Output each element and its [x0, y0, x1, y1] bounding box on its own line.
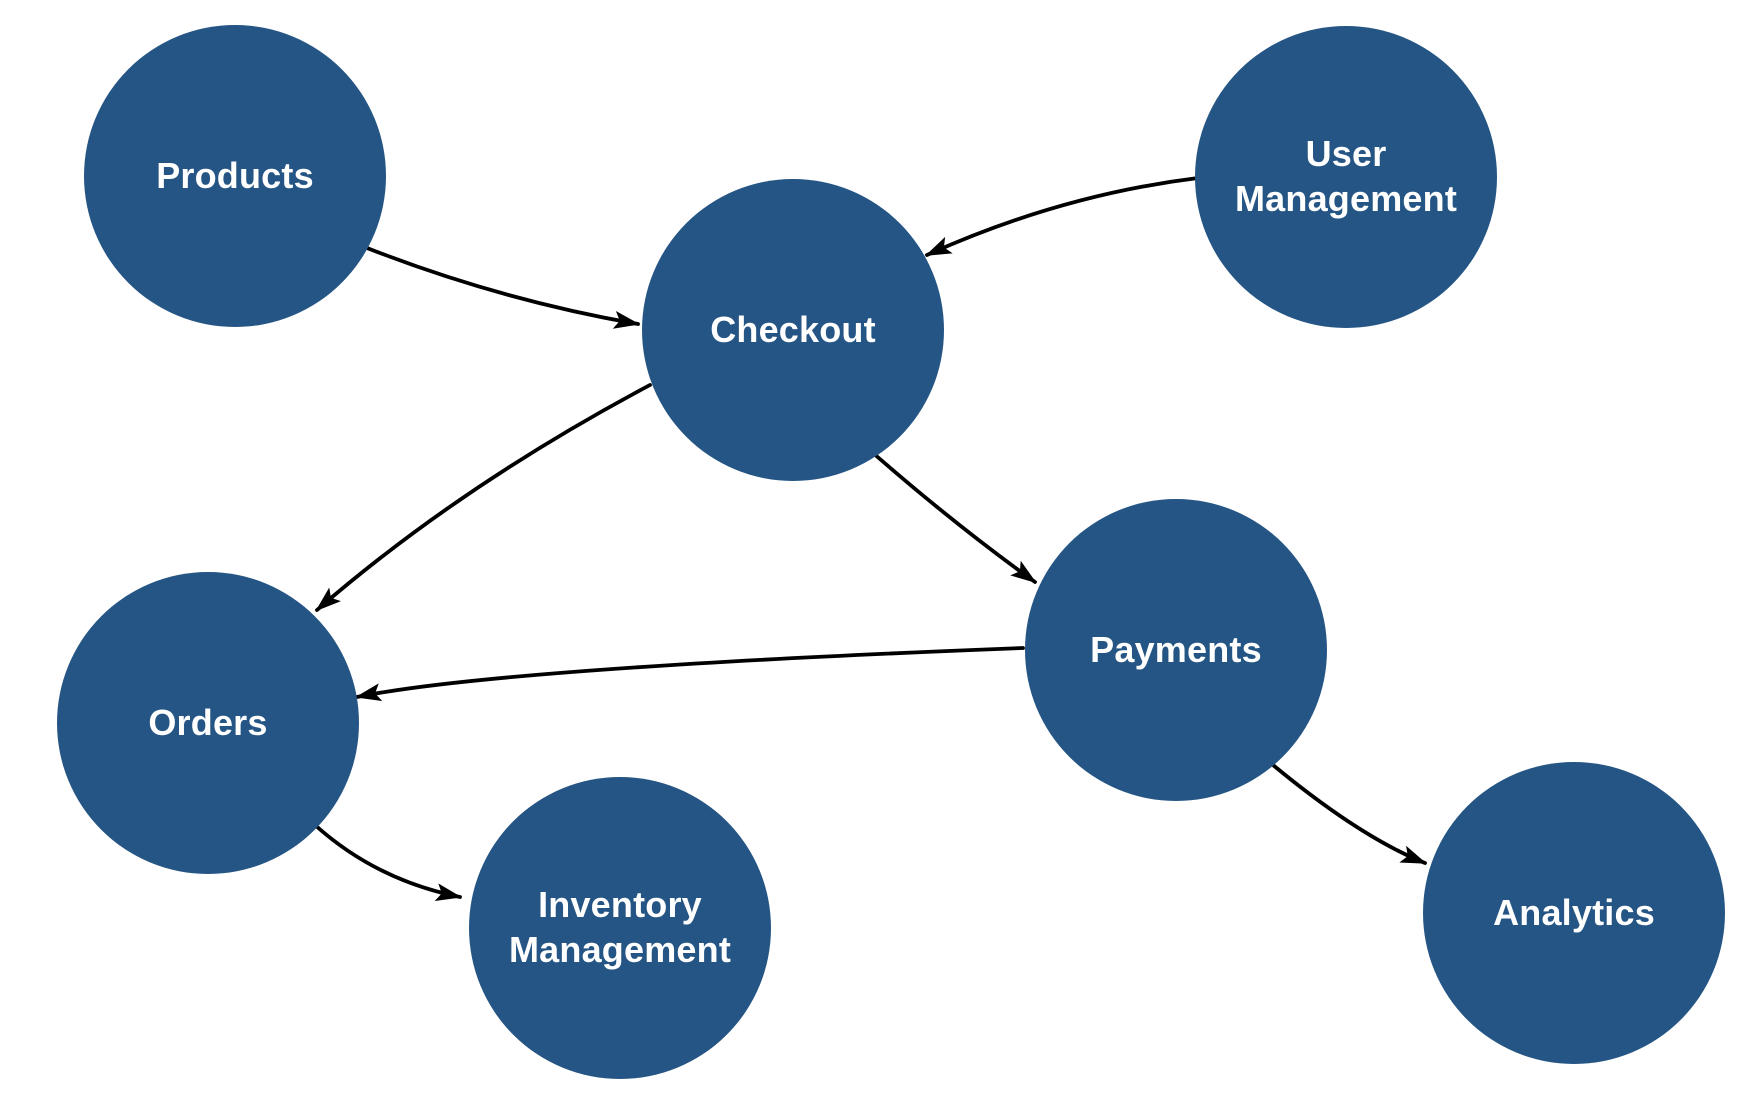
- node-label-products: Products: [156, 154, 314, 196]
- node-label-payments: Payments: [1090, 628, 1262, 670]
- node-inventory-management[interactable]: Inventory Management: [469, 777, 771, 1079]
- node-products[interactable]: Products: [84, 25, 386, 327]
- edge-payments-to-orders: [355, 646, 1025, 702]
- node-orders[interactable]: Orders: [57, 572, 359, 874]
- edge-payments-to-analytics: [1271, 763, 1427, 865]
- node-label-user-management: User Management: [1234, 133, 1458, 219]
- edge-checkout-to-payments: [871, 451, 1037, 584]
- edge-checkout-to-orders: [315, 383, 652, 612]
- node-checkout[interactable]: Checkout: [642, 179, 944, 481]
- node-label-checkout: Checkout: [710, 308, 876, 350]
- node-payments[interactable]: Payments: [1025, 499, 1327, 801]
- node-label-analytics: Analytics: [1493, 891, 1655, 933]
- node-user-management[interactable]: User Management: [1195, 26, 1497, 328]
- edge-user-management-to-checkout: [925, 176, 1200, 257]
- edge-products-to-checkout: [365, 246, 640, 329]
- node-label-orders: Orders: [148, 701, 268, 743]
- node-analytics[interactable]: Analytics: [1423, 762, 1725, 1064]
- edges: [313, 176, 1427, 902]
- node-label-inventory-management: Inventory Management: [508, 884, 732, 970]
- edge-orders-to-inventory-management: [313, 823, 462, 902]
